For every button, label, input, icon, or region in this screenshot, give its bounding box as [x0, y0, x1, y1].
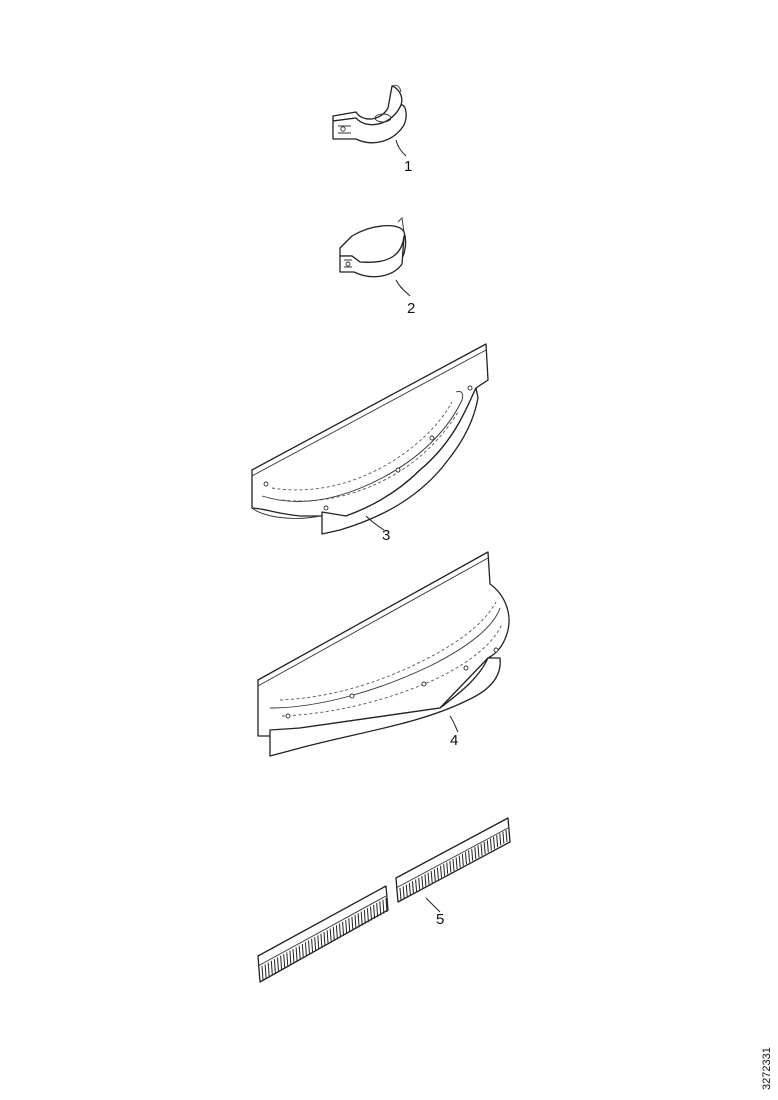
brush-bristle: [502, 831, 505, 844]
brush-bristle: [360, 911, 363, 926]
brush-bristle: [273, 959, 276, 974]
brush-bristle: [486, 840, 489, 853]
brush-bristle: [317, 935, 320, 950]
brush-bristle: [421, 876, 424, 889]
brush-bristle: [320, 933, 323, 948]
brush-bristle: [430, 870, 433, 883]
brush-bristle: [283, 954, 286, 969]
brush-bristle: [379, 901, 382, 916]
brush-bristle: [424, 874, 427, 887]
brush-bristle: [399, 887, 402, 901]
callout-2: 2: [407, 300, 415, 317]
brush-bristle: [455, 857, 458, 870]
brush-bristle: [366, 908, 369, 923]
brush-bristle: [415, 879, 418, 892]
brush-bristle: [496, 835, 499, 848]
brush-bristle: [351, 916, 354, 931]
brush-bristle: [357, 913, 360, 928]
brush-bristle: [474, 847, 477, 860]
part-4-panel: 4: [257, 551, 510, 757]
brush-bristle: [385, 897, 388, 913]
brush-bristle: [286, 952, 289, 967]
callout-3: 3: [382, 527, 390, 544]
brush-bristle: [354, 914, 357, 930]
brush-bristle: [301, 943, 304, 958]
brush-bristle: [363, 909, 366, 924]
brush-bristle: [427, 872, 430, 885]
brush-bristle: [440, 865, 443, 878]
brush-bristle: [339, 923, 341, 938]
callout-5: 5: [436, 911, 444, 928]
part-3-panel: 3: [251, 343, 489, 544]
brush-bristle: [436, 867, 439, 880]
brush-bristle: [323, 931, 326, 947]
brush-bristle: [446, 862, 449, 875]
brush-bristle: [411, 881, 414, 894]
brush-bristle: [408, 882, 411, 895]
brush-bristle: [373, 904, 376, 919]
brush-bristle: [348, 918, 351, 933]
brush-bristle: [505, 829, 508, 843]
part-1-clamp: 1: [332, 84, 412, 175]
brush-bristle: [345, 920, 348, 935]
brush-bristle: [376, 903, 379, 918]
brush-bristle: [277, 957, 279, 972]
brush-bristle: [458, 855, 461, 868]
document-number: 3272331: [761, 1047, 773, 1090]
brush-bristle: [335, 925, 338, 940]
brush-bristle: [304, 942, 307, 957]
brush-bristle: [461, 853, 464, 866]
brush-bristle: [449, 860, 452, 873]
brush-bristle: [443, 864, 446, 877]
brush-bristle: [264, 964, 267, 979]
part-2-strap: 2: [339, 217, 415, 317]
brush-bristle: [418, 877, 421, 890]
brush-bristle: [452, 858, 455, 872]
brush-bristle: [311, 938, 314, 953]
brush-bristle: [280, 955, 283, 970]
brush-bristle: [292, 948, 295, 964]
brush-bristle: [298, 945, 301, 960]
brush-bristle: [480, 843, 483, 856]
brush-bristle: [483, 841, 486, 854]
brush-bristle: [342, 921, 345, 936]
brush-bristle: [308, 940, 310, 955]
brush-bristle: [405, 884, 408, 897]
brush-bristle: [332, 926, 335, 941]
brush-bristle: [295, 947, 298, 962]
brush-bristle: [382, 899, 385, 914]
brush-bristle: [289, 950, 292, 965]
brush-bristle: [477, 845, 480, 858]
brush-bristle: [370, 906, 372, 921]
brush-bristle: [261, 965, 264, 981]
brush-bristle: [402, 886, 405, 899]
brush-bristle: [471, 848, 474, 861]
brush-bristle: [314, 937, 317, 952]
brush-bristle: [270, 960, 273, 975]
brush-bristle: [433, 869, 436, 882]
brush-bristle: [493, 836, 496, 849]
part-5-brush-strips: 5: [257, 817, 511, 983]
brush-bristle: [468, 850, 471, 863]
callout-1: 1: [404, 158, 412, 175]
callout-4: 4: [450, 732, 458, 749]
brush-bristle: [329, 928, 332, 943]
brush-bristle: [326, 930, 329, 945]
brush-bristle: [499, 833, 502, 846]
brush-bristle: [267, 962, 270, 977]
brush-bristle: [464, 852, 467, 865]
brush-bristle: [489, 838, 492, 851]
